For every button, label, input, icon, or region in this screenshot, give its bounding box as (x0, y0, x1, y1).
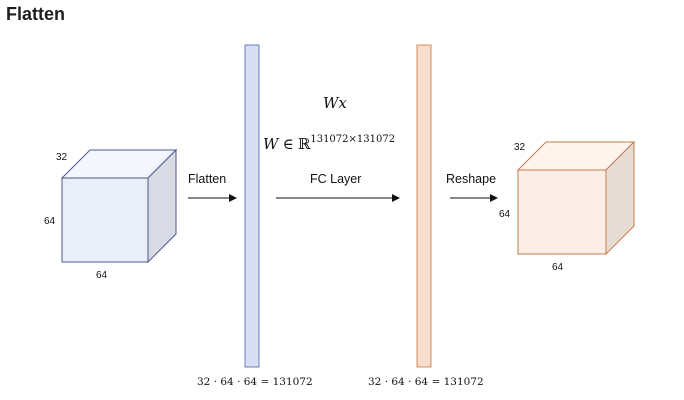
input-dim-left: 64 (44, 216, 56, 227)
real-space-symbol: ℝ (297, 135, 311, 153)
page-title: Flatten (6, 4, 66, 24)
element-of-symbol: ∈ (282, 135, 294, 153)
input-cube-front (61, 177, 149, 263)
weight-matrix-expression: W ∈ ℝ131072×131072 (263, 134, 395, 153)
input-dim-top: 32 (56, 152, 68, 163)
fc-output-vector (416, 44, 432, 368)
wx-expression: Wx (323, 94, 347, 112)
output-dim-top: 32 (514, 142, 526, 153)
fc-layer-label: FC Layer (310, 172, 362, 186)
flattened-vector (244, 44, 260, 368)
input-dim-bottom: 64 (96, 270, 108, 281)
right-vector-formula: 32 · 64 · 64 = 131072 (368, 376, 484, 388)
output-dim-left: 64 (499, 209, 511, 220)
left-vector-formula: 32 · 64 · 64 = 131072 (197, 376, 313, 388)
output-dim-bottom: 64 (552, 262, 564, 273)
weight-symbol: W (263, 135, 279, 153)
output-cube (516, 140, 636, 256)
output-cube-front (517, 169, 607, 255)
weight-dims: 131072×131072 (310, 134, 396, 145)
flatten-label: Flatten (188, 172, 227, 186)
input-cube (60, 148, 178, 264)
reshape-label: Reshape (446, 172, 497, 186)
